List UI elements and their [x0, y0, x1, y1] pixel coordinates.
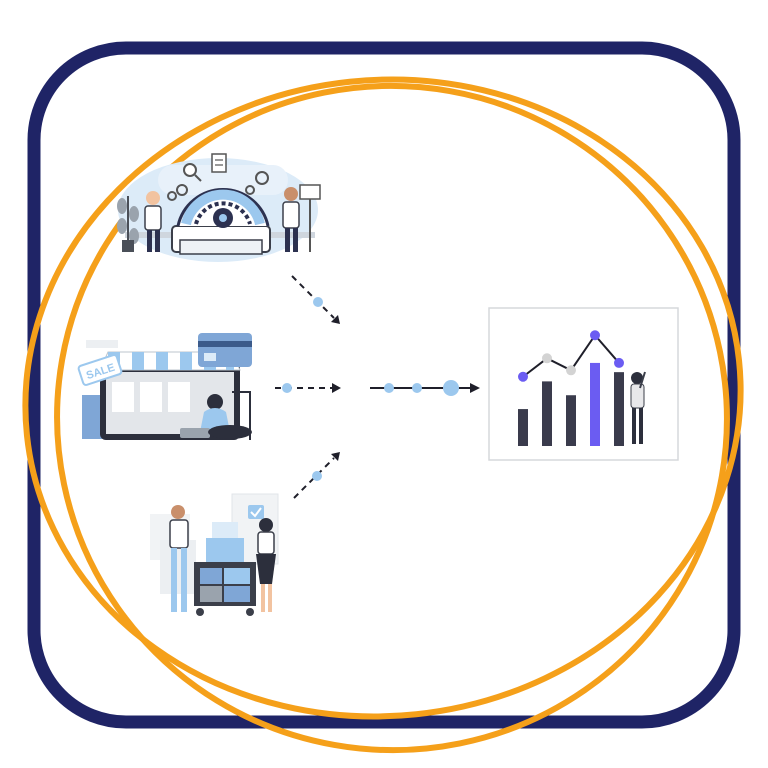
chart-trend-point	[566, 365, 576, 376]
logistics-illustration	[150, 493, 279, 616]
connector-top-node	[313, 297, 323, 307]
connectors	[275, 275, 480, 499]
orbit-rings	[22, 76, 744, 754]
chart-trend-point	[590, 330, 600, 341]
analytics-card-frame	[488, 307, 679, 461]
retail-illustration: SALE	[77, 333, 252, 440]
chart-bars	[518, 362, 624, 446]
orbit-ring-inner	[54, 82, 730, 754]
connector-bottom	[293, 457, 335, 499]
sale-tag	[77, 354, 123, 386]
connector-middle-node	[282, 383, 292, 393]
chart-bar	[542, 381, 552, 446]
chart-bar	[518, 409, 528, 446]
analyst-figure	[630, 371, 646, 444]
chart-bar	[614, 372, 624, 446]
frame-border	[27, 41, 741, 729]
chart-trend	[518, 330, 624, 382]
connector-output-node-3	[443, 380, 459, 396]
connector-bottom-node	[312, 471, 322, 481]
chart-trend-point	[542, 353, 552, 364]
chart-trend-point	[614, 357, 624, 368]
chart-bar	[590, 362, 600, 446]
chart-bar	[566, 395, 576, 446]
orbit-ring-outer	[22, 76, 744, 720]
connector-top	[291, 275, 335, 319]
connector-output-node-1	[384, 383, 394, 393]
connector-output-node-2	[412, 383, 422, 393]
chart-trend-point	[518, 371, 528, 382]
analytics-card	[488, 307, 679, 461]
manufacturing-illustration	[117, 153, 321, 262]
